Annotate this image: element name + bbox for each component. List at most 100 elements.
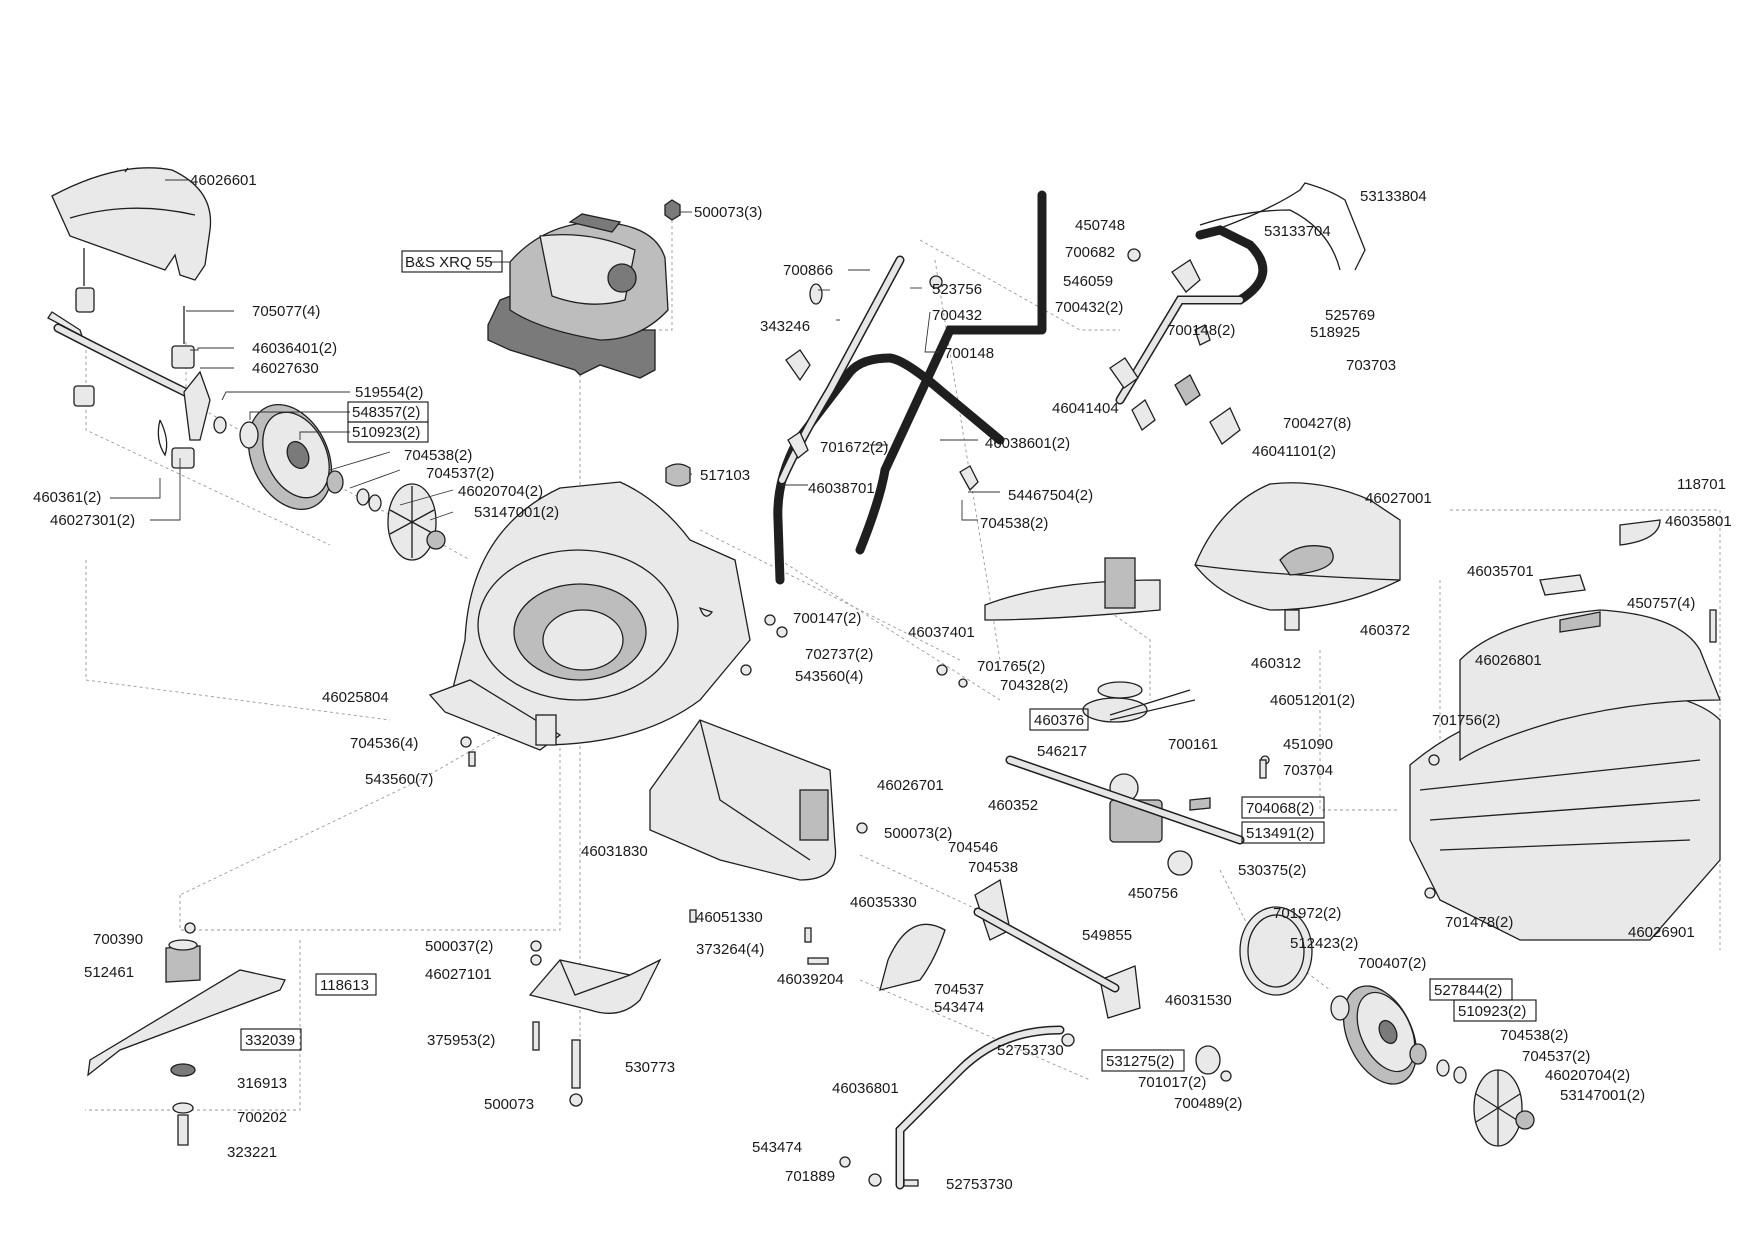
label-53133804: 53133804 bbox=[1360, 188, 1427, 205]
label-460376: 460376 bbox=[1034, 712, 1084, 729]
label-546059: 546059 bbox=[1063, 273, 1113, 290]
label-543560-4: 543560(4) bbox=[795, 668, 863, 685]
label-46035330: 46035330 bbox=[850, 894, 917, 911]
label-513491-2-box bbox=[1241, 821, 1325, 844]
label-375953-2: 375953(2) bbox=[427, 1032, 495, 1049]
label-704068-2: 704068(2) bbox=[1246, 800, 1314, 817]
engine-nut-part bbox=[664, 199, 691, 487]
label-530375-2: 530375(2) bbox=[1238, 862, 1306, 879]
label-700148: 700148 bbox=[944, 345, 994, 362]
mower-deck-part bbox=[428, 481, 751, 751]
label-700148-2: 700148(2) bbox=[1167, 322, 1235, 339]
label-46038601-2: 46038601(2) bbox=[985, 435, 1070, 452]
label-705077-4: 705077(4) bbox=[252, 303, 320, 320]
label-450748: 450748 bbox=[1075, 217, 1125, 234]
label-702737-2: 702737(2) bbox=[805, 646, 873, 663]
label-700682: 700682 bbox=[1065, 244, 1115, 261]
label-701972-2: 701972(2) bbox=[1273, 905, 1341, 922]
label-46039204: 46039204 bbox=[777, 971, 844, 988]
label-46041101-2: 46041101(2) bbox=[1252, 443, 1336, 460]
label-701889: 701889 bbox=[785, 1168, 835, 1185]
fastener-parts bbox=[460, 606, 1717, 1107]
label-700432: 700432 bbox=[932, 307, 982, 324]
label-53133704: 53133704 bbox=[1264, 223, 1331, 240]
label-704537-2a: 704537(2) bbox=[426, 465, 494, 482]
height-adjust-part bbox=[879, 878, 1141, 1019]
label-512423-2: 512423(2) bbox=[1290, 935, 1358, 952]
leader-lines bbox=[110, 179, 1000, 521]
label-525769: 525769 bbox=[1325, 307, 1375, 324]
label-701756-2: 701756(2) bbox=[1432, 712, 1500, 729]
label-700489-2: 700489(2) bbox=[1174, 1095, 1242, 1112]
label-704538-2c: 704538(2) bbox=[1500, 1027, 1568, 1044]
label-704538-2b: 704538(2) bbox=[980, 515, 1048, 532]
label-46036401-2: 46036401(2) bbox=[252, 340, 337, 357]
label-703704: 703704 bbox=[1283, 762, 1333, 779]
label-46038701: 46038701 bbox=[808, 480, 875, 497]
label-46035701: 46035701 bbox=[1467, 563, 1534, 580]
label-46020704-2a: 46020704(2) bbox=[458, 483, 543, 500]
label-bs-engine-box bbox=[401, 250, 503, 273]
label-46026901: 46026901 bbox=[1628, 924, 1695, 941]
label-500073-2: 500073(2) bbox=[884, 825, 952, 842]
label-531275-2: 531275(2) bbox=[1106, 1053, 1174, 1070]
label-527844-2: 527844(2) bbox=[1434, 982, 1502, 999]
throttle-linkage-part bbox=[47, 248, 211, 469]
label-53147001-2b: 53147001(2) bbox=[1560, 1087, 1645, 1104]
rear-flap-part bbox=[984, 557, 1161, 621]
label-510923-2b: 510923(2) bbox=[1458, 1003, 1526, 1020]
label-704538-2a: 704538(2) bbox=[404, 447, 472, 464]
label-46026701: 46026701 bbox=[877, 777, 944, 794]
label-704537-2b: 704537(2) bbox=[1522, 1048, 1590, 1065]
label-46026801: 46026801 bbox=[1475, 652, 1542, 669]
label-460376-box bbox=[1029, 708, 1089, 731]
label-46027001: 46027001 bbox=[1365, 490, 1432, 507]
label-500037-2: 500037(2) bbox=[425, 938, 493, 955]
label-704538: 704538 bbox=[968, 859, 1018, 876]
label-46051330: 46051330 bbox=[696, 909, 763, 926]
label-500073-3: 500073(3) bbox=[694, 204, 762, 221]
label-513491-2: 513491(2) bbox=[1246, 825, 1314, 842]
label-701765-2: 701765(2) bbox=[977, 658, 1045, 675]
label-700390: 700390 bbox=[93, 931, 143, 948]
label-46037401: 46037401 bbox=[908, 624, 975, 641]
label-451090: 451090 bbox=[1283, 736, 1333, 753]
label-118613-box bbox=[315, 973, 377, 996]
label-460361-2: 460361(2) bbox=[33, 489, 101, 506]
blade-part bbox=[87, 922, 286, 1146]
label-118613: 118613 bbox=[320, 977, 369, 994]
label-46035801: 46035801 bbox=[1665, 513, 1732, 530]
label-523756: 523756 bbox=[932, 281, 982, 298]
label-700161: 700161 bbox=[1168, 736, 1218, 753]
label-332039-box bbox=[240, 1028, 302, 1051]
label-46041404: 46041404 bbox=[1052, 400, 1119, 417]
label-700147-2: 700147(2) bbox=[793, 610, 861, 627]
label-53147001-2a: 53147001(2) bbox=[474, 504, 559, 521]
label-700432-2: 700432(2) bbox=[1055, 299, 1123, 316]
label-52753730a: 52753730 bbox=[997, 1042, 1064, 1059]
label-510923-2a-box bbox=[347, 421, 429, 443]
label-543560-7: 543560(7) bbox=[365, 771, 433, 788]
label-118701: 118701 bbox=[1677, 476, 1726, 493]
label-46027101: 46027101 bbox=[425, 966, 492, 983]
label-512461: 512461 bbox=[84, 964, 134, 981]
bag-top-part bbox=[1194, 482, 1401, 631]
label-518925: 518925 bbox=[1310, 324, 1360, 341]
label-704328-2: 704328(2) bbox=[1000, 677, 1068, 694]
label-46031830: 46031830 bbox=[581, 843, 648, 860]
label-510923-2b-box bbox=[1453, 999, 1537, 1022]
label-46031530: 46031530 bbox=[1165, 992, 1232, 1009]
transmission-part bbox=[1005, 681, 1245, 876]
label-500073: 500073 bbox=[484, 1096, 534, 1113]
label-bs-engine: B&S XRQ 55 bbox=[405, 254, 493, 271]
belt-part bbox=[1109, 689, 1196, 721]
label-46026601: 46026601 bbox=[190, 172, 257, 189]
label-460312: 460312 bbox=[1251, 655, 1301, 672]
label-54467504-2: 54467504(2) bbox=[1008, 487, 1093, 504]
label-700866: 700866 bbox=[783, 262, 833, 279]
label-549855: 549855 bbox=[1082, 927, 1132, 944]
label-701672-2: 701672(2) bbox=[820, 439, 888, 456]
right-wheel-part bbox=[1239, 906, 1535, 1147]
